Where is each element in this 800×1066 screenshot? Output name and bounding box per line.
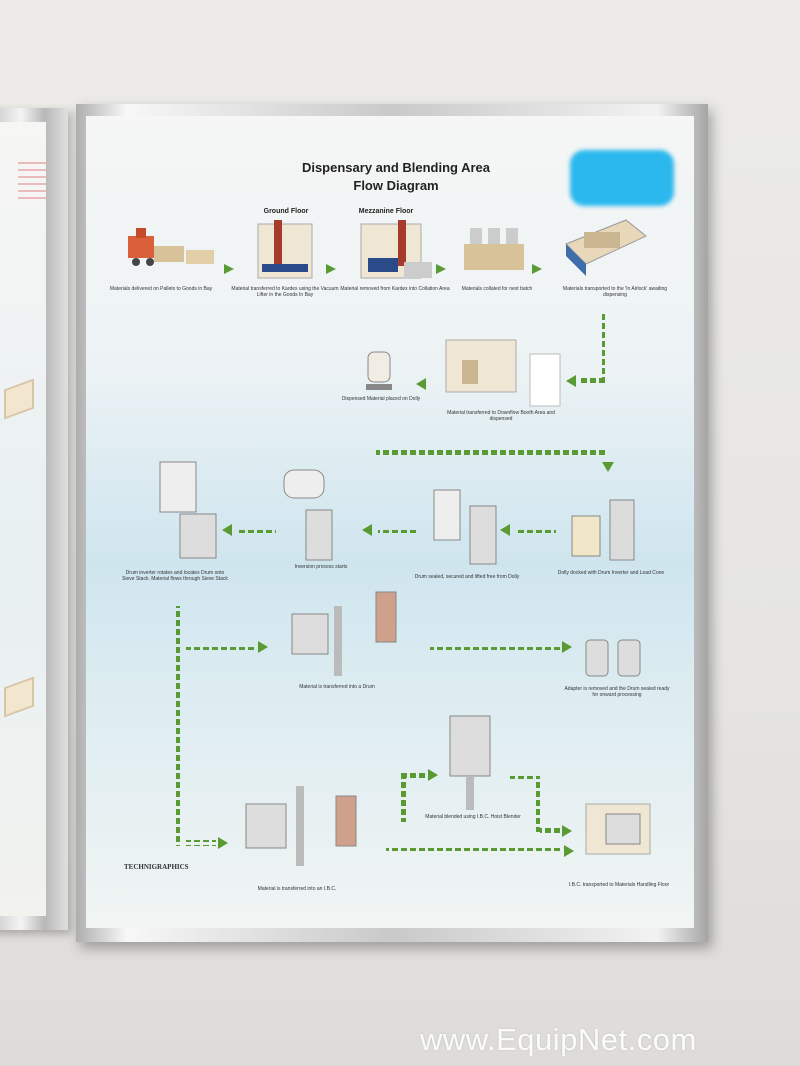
caption-step-1: Materials delivered on Pallets to Goods … <box>106 286 216 292</box>
caption-step-10: Inversion process starts <box>266 564 376 570</box>
drum-sealed-illustration <box>434 490 496 564</box>
caption-step-6: Dispensed Material placed on Dolly <box>326 396 436 402</box>
hoist-blender-illustration <box>450 716 490 810</box>
caption-step-12: Material is transferred into a Drum <box>282 684 392 690</box>
caption-step-14: Material blended using I.B.C. Hoist Blen… <box>418 814 528 820</box>
publisher-logo: TECHNIGRAPHICS <box>124 863 184 871</box>
caption-step-5: Materials transported to the 'In Airlock… <box>560 286 670 298</box>
airlock-illustration <box>566 220 646 276</box>
caption-step-13: Adapter is removed and the Drum sealed r… <box>562 686 672 698</box>
flow-diagram-poster: Dispensary and Blending Area Flow Diagra… <box>86 116 694 928</box>
poster-frame: Dispensary and Blending Area Flow Diagra… <box>76 104 708 942</box>
caption-step-3: Material removed from Kardex into Collat… <box>340 286 450 292</box>
ibc-transfer-illustration <box>246 786 356 866</box>
caption-step-9: Drum sealed, secured and lifted free fro… <box>412 574 522 580</box>
adjacent-poster-illustration <box>4 677 34 718</box>
caption-step-11: Drum inverter rotates and locates Drum o… <box>120 570 230 582</box>
caption-step-15: Material is transferred into an I.B.C. <box>242 886 352 892</box>
caption-step-4: Materials collated for next batch <box>442 286 552 292</box>
equipnet-watermark: www.EquipNet.com <box>420 1022 697 1058</box>
sieve-stack-illustration <box>160 462 216 558</box>
vacuum-lifter-illustration <box>258 220 312 278</box>
kardex-illustration <box>361 220 432 278</box>
drum-inverter-dolly-illustration <box>572 500 634 560</box>
collation-illustration <box>464 228 524 270</box>
downflow-booth-illustration <box>446 340 560 406</box>
dolly-illustration <box>366 352 392 390</box>
ibc-storage-illustration <box>586 804 650 854</box>
flow-graphics <box>86 116 694 928</box>
publisher-logo-text: TECHNIGRAPHICS <box>124 863 184 871</box>
inversion-illustration <box>284 470 332 560</box>
adjacent-poster-frame <box>0 108 68 930</box>
adjacent-poster-illustration <box>4 379 34 420</box>
drum-transfer-illustration <box>292 592 396 676</box>
caption-step-16: I.B.C. transported to Materials Handling… <box>564 882 674 888</box>
adjacent-poster <box>0 122 46 916</box>
sealed-drums-illustration <box>586 640 640 676</box>
adjacent-poster-text <box>18 162 46 202</box>
caption-step-7: Material transferred to Downflow Booth A… <box>446 410 556 422</box>
forklift-illustration <box>128 228 214 266</box>
caption-step-2: Material transferred to Kardex using the… <box>230 286 340 298</box>
caption-step-8: Dolly docked with Drum Inverter and Load… <box>556 570 666 576</box>
